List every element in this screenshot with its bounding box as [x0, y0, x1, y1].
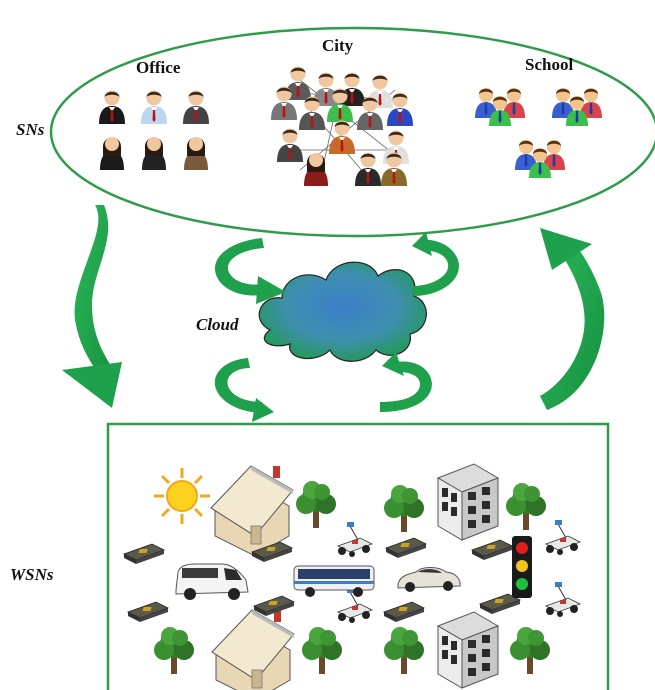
building-icon [437, 611, 499, 689]
city-label: City [322, 36, 354, 55]
sns-label: SNs [16, 120, 45, 139]
van-icon [175, 563, 249, 600]
car-icon [397, 567, 461, 592]
building-icon [437, 463, 499, 541]
wsns-label: WSNs [10, 565, 54, 584]
bus-icon [293, 565, 375, 597]
school-label: School [525, 55, 574, 74]
office-label: Office [136, 58, 181, 77]
cloud-label: Cloud [196, 315, 239, 334]
city-people-network-icon [271, 66, 413, 186]
cloud-cycle-arrows-icon [214, 232, 459, 422]
cloud-icon [258, 261, 427, 362]
traffic-light-icon [512, 536, 532, 598]
arrow-up-right-icon [540, 240, 605, 410]
sns-ellipse [49, 26, 655, 238]
arrow-down-left-icon [74, 205, 114, 385]
sun-icon [154, 468, 210, 524]
